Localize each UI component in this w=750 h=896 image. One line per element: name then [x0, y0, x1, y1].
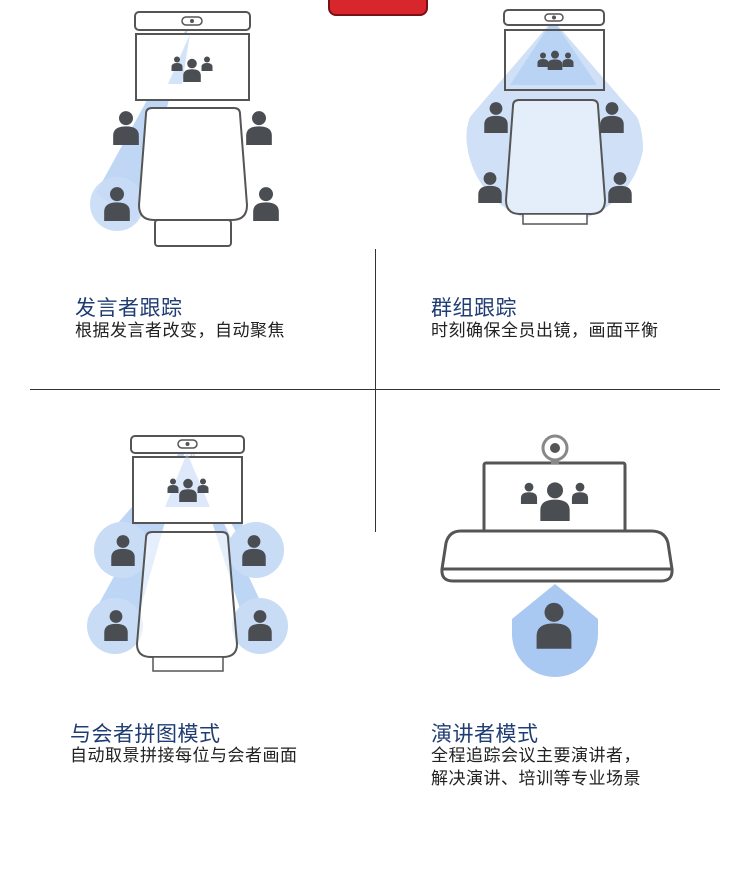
feature-title: 演讲者模式	[431, 722, 539, 746]
conference-table-icon	[504, 99, 607, 225]
camera-bar-icon	[503, 9, 605, 26]
speaker-tracking-illustration	[90, 11, 279, 247]
conference-table-icon	[135, 531, 239, 672]
conference-table-icon	[137, 107, 249, 247]
camera-bar-icon	[134, 11, 251, 31]
feature-description-line2: 解决演讲、培训等专业场景	[431, 769, 641, 789]
desk-icon	[440, 529, 674, 583]
presenter-mode-illustration	[440, 434, 674, 677]
feature-speaker-tracking: 发言者跟踪 根据发言者改变，自动聚焦	[0, 0, 375, 389]
feature-description: 根据发言者改变，自动聚焦	[75, 321, 285, 341]
display-screen-icon	[132, 453, 243, 524]
feature-participant-grid: 与会者拼图模式 自动取景拼接每位与会者画面	[0, 389, 375, 896]
feature-title: 发言者跟踪	[75, 296, 183, 320]
feature-description: 时刻确保全员出镜，画面平衡	[431, 321, 659, 341]
vertical-divider	[375, 249, 376, 532]
feature-description: 自动取景拼接每位与会者画面	[70, 746, 298, 766]
top-accent-tab	[328, 0, 428, 16]
group-tracking-illustration	[466, 9, 643, 225]
feature-presenter-mode: 演讲者模式 全程追踪会议主要演讲者， 解决演讲、培训等专业场景	[375, 389, 750, 896]
camera-beam-icon	[87, 522, 288, 654]
horizontal-divider	[30, 389, 720, 390]
feature-group-tracking: 群组跟踪 时刻确保全员出镜，画面平衡	[375, 0, 750, 389]
webcam-icon	[541, 434, 569, 464]
feature-description: 全程追踪会议主要演讲者，	[431, 746, 641, 766]
feature-title: 与会者拼图模式	[70, 722, 221, 746]
camera-bar-icon	[130, 435, 245, 454]
display-screen-icon	[504, 29, 605, 91]
participant-grid-illustration	[87, 435, 288, 672]
feature-title: 群组跟踪	[431, 296, 517, 320]
